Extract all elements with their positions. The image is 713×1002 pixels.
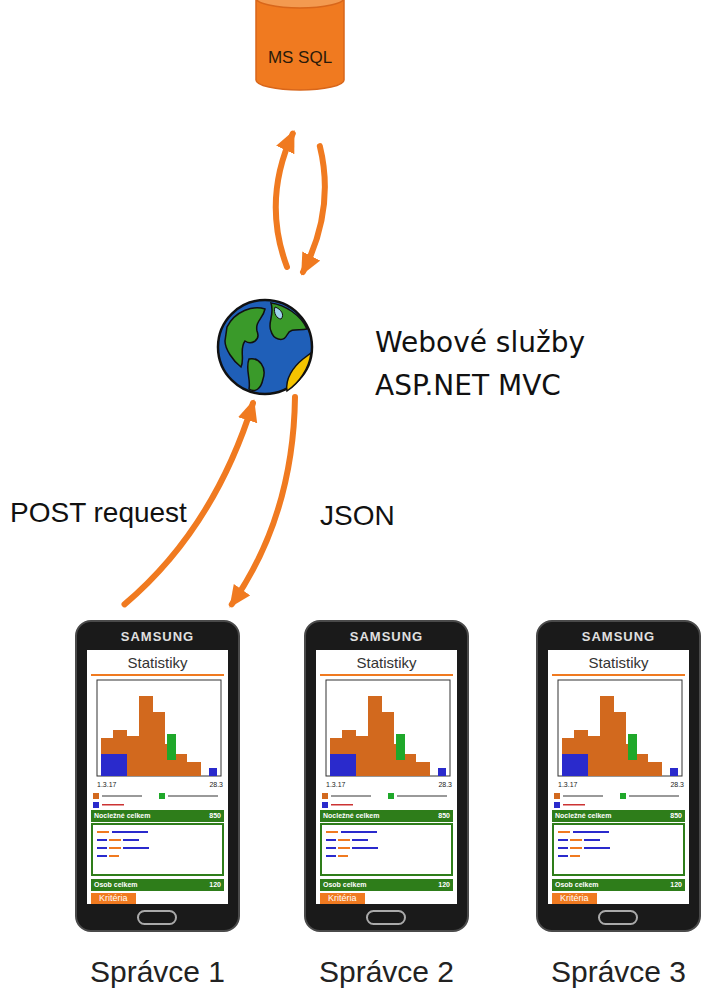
database-cylinder: MS SQL	[255, 0, 345, 92]
summary-box-svg	[320, 823, 453, 876]
axis-label: 28.3	[438, 781, 452, 788]
screen-title: Statistiky	[87, 654, 228, 671]
footer-title: Osob celkem	[555, 881, 599, 888]
edge-label: POST request	[8, 497, 189, 529]
button-label: Kritéria	[320, 893, 365, 904]
summary-box	[91, 823, 224, 876]
flow-arrow	[232, 397, 295, 604]
phone-brand: SAMSUNG	[538, 629, 699, 644]
phone-brand: SAMSUNG	[306, 629, 467, 644]
summary-header: Nocležné celkem 850	[320, 810, 453, 822]
cylinder-shape-svg	[255, 0, 345, 92]
phone-screen: Statistiky 1.3.17 28.3Nocležné celkem 850Os…	[316, 650, 457, 904]
phone-brand: SAMSUNG	[77, 629, 238, 644]
bar-chart	[552, 678, 685, 780]
bar-chart-svg	[320, 678, 453, 780]
chart-legend-svg	[320, 791, 453, 809]
summary-header: Nocležné celkem 850	[91, 810, 224, 822]
title-underline	[91, 674, 224, 676]
summary-box-svg	[91, 823, 224, 876]
summary-footer: Osob celkem 120	[91, 879, 224, 891]
user-label: Správce 2	[276, 955, 497, 989]
home-button	[137, 910, 177, 925]
screen-title: Statistiky	[548, 654, 689, 671]
user-label: Správce 1	[47, 955, 268, 989]
chart-legend	[552, 791, 685, 809]
criteria-button: Kritéria	[320, 893, 365, 904]
phone-node: SAMSUNG Statistiky 1.3.17 28.3Nocležné celk…	[304, 620, 469, 932]
criteria-button: Kritéria	[552, 893, 597, 904]
footer-title: Osob celkem	[323, 881, 367, 888]
summary-box	[552, 823, 685, 876]
cylinder-shape	[255, 0, 345, 92]
axis-label: 1.3.17	[97, 781, 116, 788]
summary-value: 850	[438, 812, 450, 819]
title-underline	[552, 674, 685, 676]
axis-label: 28.3	[670, 781, 684, 788]
globe-icon-svg	[215, 297, 315, 397]
axis-label: 1.3.17	[558, 781, 577, 788]
bar-chart-svg	[552, 678, 685, 780]
chart-legend	[320, 791, 453, 809]
chart-legend-svg	[552, 791, 685, 809]
axis-label: 28.3	[209, 781, 223, 788]
footer-value: 120	[438, 881, 450, 888]
database-label: MS SQL	[255, 48, 345, 68]
globe-icon	[215, 297, 315, 397]
summary-title: Nocležné celkem	[94, 812, 150, 819]
home-button	[598, 910, 638, 925]
bar-chart	[91, 678, 224, 780]
summary-box-svg	[552, 823, 685, 876]
summary-title: Nocležné celkem	[323, 812, 379, 819]
summary-title: Nocležné celkem	[555, 812, 611, 819]
user-label: Správce 3	[508, 955, 713, 989]
summary-value: 850	[209, 812, 221, 819]
flow-arrow	[276, 134, 293, 267]
summary-value: 850	[670, 812, 682, 819]
phone-node: SAMSUNG Statistiky 1.3.17 28.3Nocležné celk…	[75, 620, 240, 932]
title-underline	[320, 674, 453, 676]
phone-screen: Statistiky 1.3.17 28.3Nocležné celkem 850Os…	[87, 650, 228, 904]
footer-value: 120	[209, 881, 221, 888]
home-button	[366, 910, 406, 925]
criteria-button: Kritéria	[91, 893, 136, 904]
chart-legend	[91, 791, 224, 809]
phone-node: SAMSUNG Statistiky 1.3.17 28.3Nocležné celk…	[536, 620, 701, 932]
footer-title: Osob celkem	[94, 881, 138, 888]
chart-legend-svg	[91, 791, 224, 809]
button-label: Kritéria	[91, 893, 136, 904]
button-label: Kritéria	[552, 893, 597, 904]
bar-chart-svg	[91, 678, 224, 780]
screen-title: Statistiky	[316, 654, 457, 671]
summary-footer: Osob celkem 120	[320, 879, 453, 891]
summary-footer: Osob celkem 120	[552, 879, 685, 891]
web-service-node: Webové služby ASP.NET MVC	[215, 297, 615, 402]
summary-header: Nocležné celkem 850	[552, 810, 685, 822]
service-label: Webové služby ASP.NET MVC	[375, 321, 615, 407]
footer-value: 120	[670, 881, 682, 888]
edge-label: JSON	[318, 500, 397, 532]
phone-screen: Statistiky 1.3.17 28.3Nocležné celkem 850Os…	[548, 650, 689, 904]
flow-arrow	[303, 146, 325, 272]
summary-box	[320, 823, 453, 876]
axis-label: 1.3.17	[326, 781, 345, 788]
bar-chart	[320, 678, 453, 780]
